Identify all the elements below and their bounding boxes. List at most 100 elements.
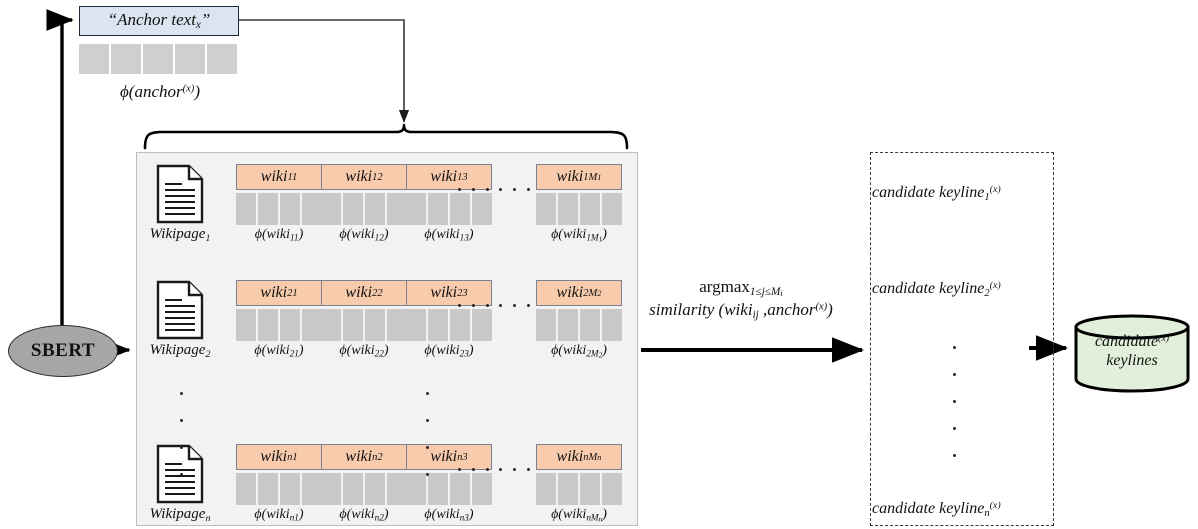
embedding-cell <box>558 193 578 225</box>
wiki-embedding-strip <box>321 473 407 505</box>
wiki-embedding-strip <box>406 309 492 341</box>
embedding-cell <box>536 193 556 225</box>
wiki-embedding-strip <box>406 473 492 505</box>
embedding-cell <box>428 309 448 341</box>
candidate-keyline-label: candidate keyline1(x) <box>872 184 1001 204</box>
candidate-keyline-label: candidate keylinen(x) <box>872 500 1001 520</box>
wiki-embedding-strip <box>236 193 322 225</box>
embedding-cell <box>258 193 278 225</box>
wiki-embedding-strip <box>236 473 322 505</box>
wiki-embedding-label: ϕ(wiki21) <box>254 343 304 359</box>
embedding-cell <box>536 309 556 341</box>
embedding-cell <box>365 473 385 505</box>
wiki-embedding-label: ϕ(wiki2M2) <box>551 343 607 360</box>
embedding-cell <box>280 309 300 341</box>
embedding-cell <box>602 473 622 505</box>
wiki-embedding-strip <box>321 193 407 225</box>
database-label: candidate(x) keylines <box>1073 332 1191 370</box>
embedding-cell <box>580 473 600 505</box>
wiki-embedding-label: ϕ(wiki11) <box>254 227 304 243</box>
vertical-ellipsis <box>180 380 183 488</box>
embedding-cell <box>343 193 363 225</box>
wiki-embedding-strip <box>536 193 622 225</box>
wiki-embedding-label: ϕ(wikin2) <box>339 507 389 523</box>
anchor-text-box[interactable]: “Anchor textx” <box>79 6 239 36</box>
database-line1: candidate(x) <box>1094 332 1170 350</box>
wiki-embedding-strip <box>321 309 407 341</box>
embedding-cell <box>406 193 426 225</box>
embedding-cell <box>258 309 278 341</box>
candidate-keylines-panel <box>870 152 1054 526</box>
embedding-cell <box>580 309 600 341</box>
embedding-cell <box>387 193 407 225</box>
candidate-keyline-label: candidate keyline2(x) <box>872 280 1001 300</box>
wiki-embedding-strip <box>536 309 622 341</box>
embedding-cell <box>236 473 256 505</box>
embedding-cell <box>450 473 470 505</box>
anchor-embedding-strip <box>79 44 237 74</box>
vertical-ellipsis <box>426 380 429 488</box>
embedding-cell <box>450 193 470 225</box>
candidate-keylines-list: candidate keyline1(x) candidate keyline2(… <box>870 152 1052 524</box>
database-line2: keylines <box>1106 352 1158 370</box>
wiki-embedding-label: ϕ(wiki1M1) <box>551 227 607 244</box>
embedding-cell <box>343 473 363 505</box>
candidate-keylines-database[interactable] <box>1073 313 1191 393</box>
embedding-cell <box>280 193 300 225</box>
wiki-embedding-label: ϕ(wikinMn) <box>551 507 607 524</box>
wiki-embedding-label: ϕ(wikin3) <box>424 507 474 523</box>
horizontal-ellipsis <box>458 304 530 307</box>
embedding-cell <box>406 309 426 341</box>
embedding-cell <box>387 473 407 505</box>
embedding-cell <box>79 44 109 74</box>
embedding-cell <box>207 44 237 74</box>
embedding-cell <box>580 193 600 225</box>
embedding-cell <box>236 309 256 341</box>
document-icon <box>156 164 204 224</box>
embedding-cell <box>387 309 407 341</box>
embedding-cell <box>472 473 492 505</box>
embedding-cell <box>406 473 426 505</box>
anchor-text-label: “Anchor textx” <box>107 10 211 32</box>
embedding-cell <box>450 309 470 341</box>
sbert-node[interactable]: SBERT <box>8 325 118 377</box>
wikipage-label: Wikipage1 <box>149 226 211 244</box>
vertical-ellipsis <box>953 334 956 469</box>
document-icon <box>156 280 204 340</box>
wiki-embedding-strip <box>536 473 622 505</box>
embedding-cell <box>321 473 341 505</box>
argmax-formula: argmax1≤j≤Mi similarity (wikiij ,anchor(… <box>612 276 870 322</box>
wiki-embedding-label: ϕ(wiki23) <box>424 343 474 359</box>
wikipage-label: Wikipagen <box>149 506 211 524</box>
embedding-cell <box>472 309 492 341</box>
wiki-embedding-strip <box>236 309 322 341</box>
embedding-cell <box>365 309 385 341</box>
embedding-cell <box>175 44 205 74</box>
embedding-cell <box>558 473 578 505</box>
